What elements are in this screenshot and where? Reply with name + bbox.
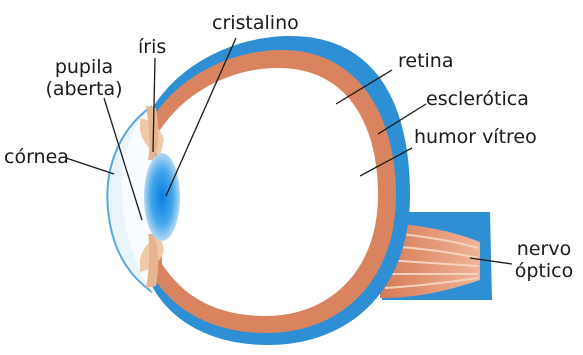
- lens: [144, 153, 180, 241]
- label-iris: íris: [138, 36, 166, 58]
- label-pupila: pupila (aberta): [38, 56, 130, 100]
- label-pupila-line1: pupila: [38, 56, 130, 78]
- label-cornea: córnea: [4, 146, 69, 168]
- label-humor-vitreo: humor vítreo: [414, 126, 537, 148]
- label-cristalino: cristalino: [212, 12, 299, 34]
- label-retina: retina: [398, 50, 454, 72]
- label-nervo-line1: nervo: [512, 238, 576, 260]
- label-pupila-line2: (aberta): [38, 78, 130, 100]
- label-esclerotica: esclerótica: [426, 88, 529, 110]
- label-nervo-line2: óptico: [512, 260, 576, 282]
- label-nervo-optico: nervo óptico: [512, 238, 576, 282]
- vitreous-humor: [160, 68, 378, 316]
